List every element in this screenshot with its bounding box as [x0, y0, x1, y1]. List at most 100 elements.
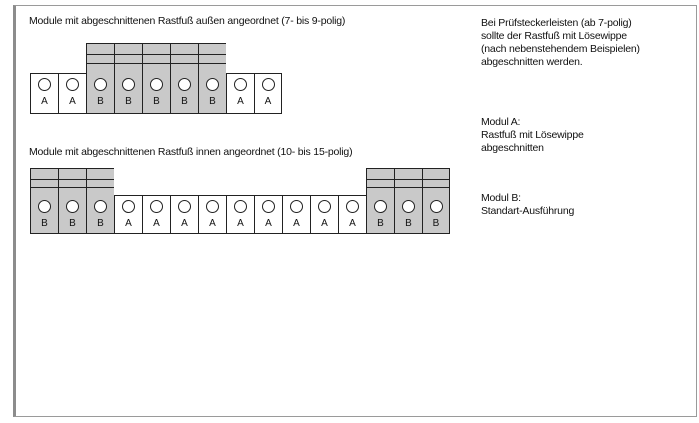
module-b: B — [198, 43, 226, 114]
module-label: A — [209, 218, 216, 229]
contact-circle-icon — [178, 78, 191, 91]
module-b: B — [170, 43, 198, 114]
contact-circle-icon — [318, 200, 331, 213]
module-b: B — [58, 168, 86, 234]
module-label: B — [209, 96, 216, 107]
module-a: A — [170, 195, 198, 234]
contact-circle-icon — [178, 200, 191, 213]
contact-circle-icon — [122, 200, 135, 213]
module-b: B — [394, 168, 422, 234]
module-label: A — [264, 96, 272, 107]
module-band — [59, 187, 86, 188]
module-label: B — [432, 218, 440, 229]
module-band — [87, 63, 114, 64]
contact-circle-icon — [262, 78, 275, 91]
contact-circle-icon — [150, 200, 163, 213]
module-label: B — [377, 218, 384, 229]
module-band — [423, 187, 449, 188]
module-label: A — [237, 96, 244, 107]
module-band — [87, 54, 114, 55]
module-label: B — [125, 96, 132, 107]
contact-circle-icon — [346, 200, 359, 213]
module-band — [199, 54, 226, 55]
module-a: A — [226, 73, 254, 114]
module-a: A — [338, 195, 366, 234]
contact-circle-icon — [122, 78, 135, 91]
module-label: A — [125, 218, 132, 229]
module-band — [423, 179, 449, 180]
module-band — [199, 63, 226, 64]
module-label: A — [293, 218, 300, 229]
contact-circle-icon — [234, 200, 247, 213]
module-a: A — [226, 195, 254, 234]
module-label: A — [69, 96, 76, 107]
contact-circle-icon — [150, 78, 163, 91]
contact-circle-icon — [38, 78, 51, 91]
module-band — [395, 179, 422, 180]
contact-circle-icon — [94, 78, 107, 91]
note-line: sollte der Rastfuß mit Lösewippe — [481, 30, 627, 42]
module-label: A — [349, 218, 356, 229]
module-band — [143, 63, 170, 64]
module-a: A — [114, 195, 142, 234]
module-band — [395, 187, 422, 188]
module-label: A — [237, 218, 244, 229]
module-band — [59, 179, 86, 180]
module-band — [171, 54, 198, 55]
module-b: B — [114, 43, 142, 114]
module-a: A — [198, 195, 226, 234]
module-b: B — [86, 168, 114, 234]
contact-circle-icon — [402, 200, 415, 213]
contact-circle-icon — [206, 78, 219, 91]
module-label: B — [41, 218, 48, 229]
module-band — [115, 63, 142, 64]
contact-circle-icon — [374, 200, 387, 213]
caption-outer: Module mit abgeschnittenen Rastfuß außen… — [29, 15, 346, 27]
contact-circle-icon — [262, 200, 275, 213]
note-line: abgeschnitten — [481, 142, 544, 154]
module-b: B — [142, 43, 170, 114]
note-modul-a: Modul A: Rastfuß mit Lösewippe abgeschni… — [481, 116, 584, 155]
contact-circle-icon — [66, 200, 79, 213]
module-band — [87, 187, 114, 188]
module-label: A — [181, 218, 188, 229]
module-a: A — [142, 195, 170, 234]
note-intro: Bei Prüfsteckerleisten (ab 7-polig) soll… — [481, 17, 640, 69]
module-band — [171, 63, 198, 64]
module-label: B — [181, 96, 188, 107]
module-band — [87, 179, 114, 180]
module-a: A — [58, 73, 86, 114]
module-band — [31, 179, 58, 180]
module-label: B — [153, 96, 160, 107]
note-line: Bei Prüfsteckerleisten (ab 7-polig) — [481, 17, 632, 29]
note-line: abgeschnitten werden. — [481, 56, 583, 68]
contact-circle-icon — [430, 200, 443, 213]
note-line: Standart-Ausführung — [481, 205, 575, 217]
module-a: A — [30, 73, 58, 114]
module-band — [115, 54, 142, 55]
module-label: A — [265, 218, 272, 229]
module-a: A — [282, 195, 310, 234]
contact-circle-icon — [94, 200, 107, 213]
contact-circle-icon — [234, 78, 247, 91]
module-b: B — [86, 43, 114, 114]
note-line: Modul A: — [481, 116, 521, 128]
module-label: B — [97, 96, 104, 107]
module-a: A — [310, 195, 338, 234]
note-line: Modul B: — [481, 192, 521, 204]
module-label: B — [405, 218, 412, 229]
contact-circle-icon — [290, 200, 303, 213]
module-b: B — [422, 168, 450, 234]
module-label: A — [153, 218, 160, 229]
caption-inner: Module mit abgeschnittenen Rastfuß innen… — [29, 146, 353, 158]
module-a: A — [254, 195, 282, 234]
module-b: B — [30, 168, 58, 234]
module-band — [367, 187, 394, 188]
module-label: B — [69, 218, 76, 229]
module-label: A — [321, 218, 328, 229]
module-band — [367, 179, 394, 180]
module-label: B — [97, 218, 104, 229]
module-band — [31, 187, 58, 188]
